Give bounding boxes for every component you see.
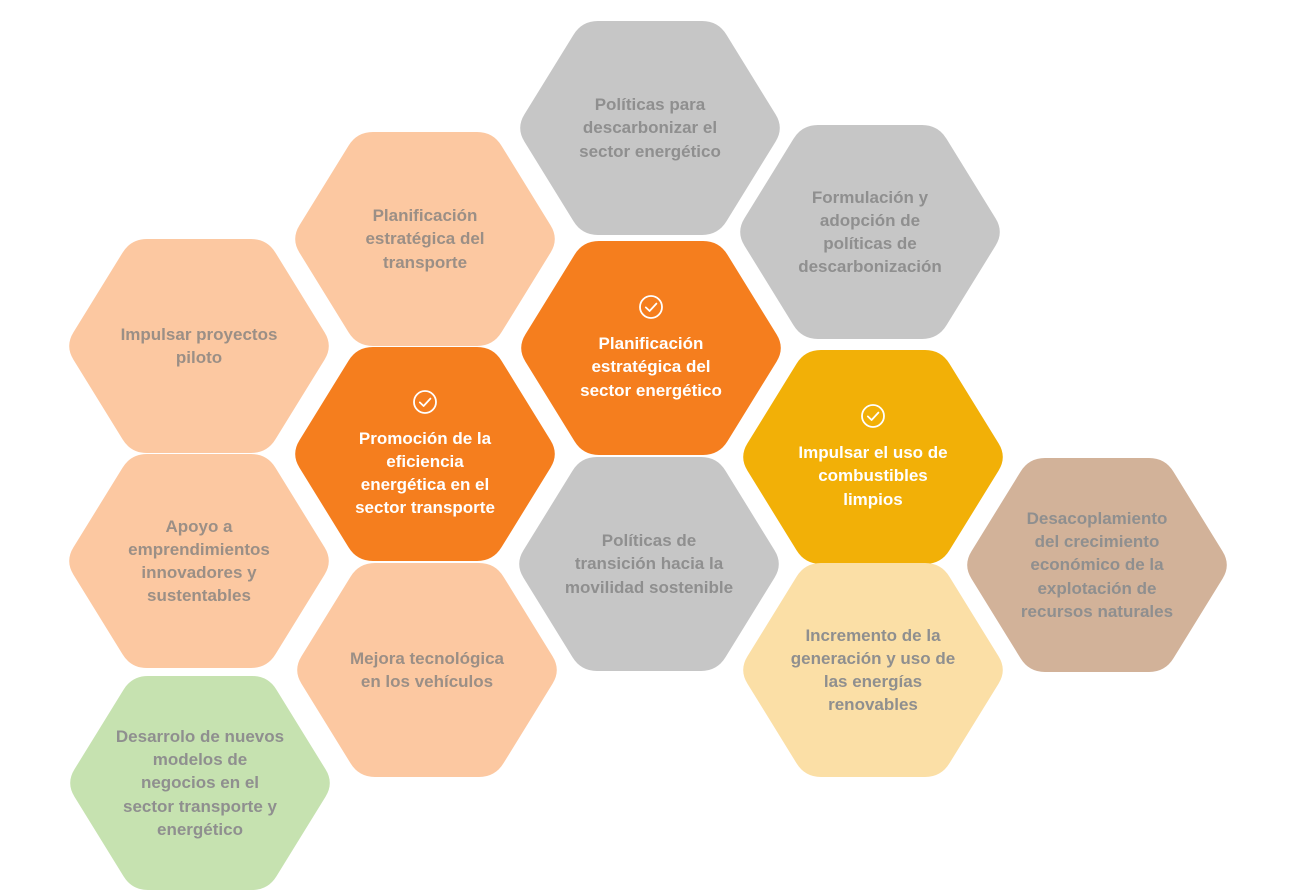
hexagon-desarrollo-modelos: [70, 676, 330, 890]
hexagon-mejora-tecnologica: [297, 563, 557, 777]
hexagon-desacoplamiento: [967, 458, 1227, 672]
hexagon-impulsar-combustibles: [743, 350, 1003, 564]
hexagon-promocion-eficiencia: [295, 347, 555, 561]
hexagon-incremento-renovables: [743, 563, 1003, 777]
hexagon-formulacion-politicas: [740, 125, 1000, 339]
hexagon-impulsar-proyectos: [69, 239, 329, 453]
hexagon-politicas-descarbonizar: [520, 21, 780, 235]
hexagon-apoyo-emprendimientos: [69, 454, 329, 668]
hexagon-planificacion-energetico: [521, 241, 781, 455]
hexagon-planificacion-transporte: [295, 132, 555, 346]
hexagon-politicas-transicion: [519, 457, 779, 671]
